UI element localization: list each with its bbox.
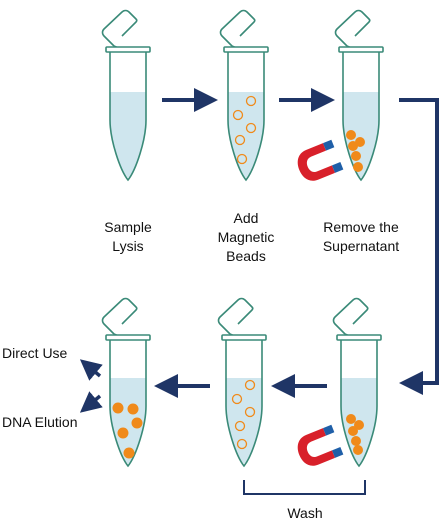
tube-elution [101, 297, 151, 468]
solid-beads [346, 130, 365, 172]
wash-bracket [243, 480, 366, 495]
label-wash: Wash [287, 505, 323, 521]
tube-wash [217, 297, 267, 468]
label-add-magnetic-beads: Add Magnetic Beads [217, 210, 275, 264]
tube-liquid [110, 92, 146, 178]
tube-wash-magnet [297, 297, 382, 468]
label-direct-use: Direct Use [2, 345, 68, 361]
tube-add-beads [219, 9, 269, 182]
arrow-direct-use [79, 359, 103, 381]
tube-body [109, 52, 147, 182]
tube-sample-lysis [101, 9, 151, 182]
label-remove-supernatant: Remove the Supernatant [322, 219, 400, 254]
hollow-beads [232, 95, 257, 165]
label-dna-elution: DNA Elution [2, 414, 78, 430]
tube-lid [101, 9, 138, 47]
magnet-icon [297, 139, 344, 181]
arrow-connector [399, 98, 439, 395]
label-sample-lysis: Sample Lysis [104, 219, 152, 254]
tube-remove-supernatant [297, 9, 384, 182]
magnet-icon [297, 424, 344, 466]
arrow-dna-elution [79, 391, 103, 413]
